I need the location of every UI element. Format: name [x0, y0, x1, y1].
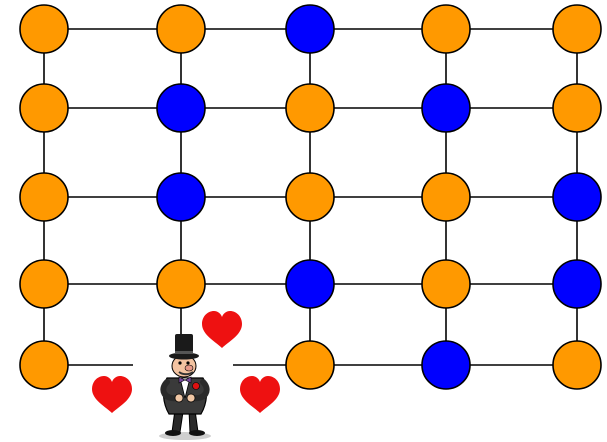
orange-node-r0-c0[interactable]: [20, 5, 68, 53]
orange-node-r1-c2[interactable]: [286, 84, 334, 132]
orange-node-r2-c2[interactable]: [286, 173, 334, 221]
orange-node-r4-c4[interactable]: [553, 341, 601, 389]
orange-node-r0-c3[interactable]: [422, 5, 470, 53]
orange-node-r3-c0[interactable]: [20, 260, 68, 308]
blue-node-r2-c4[interactable]: [553, 173, 601, 221]
orange-node-r4-c2[interactable]: [286, 341, 334, 389]
blue-node-r3-c4[interactable]: [553, 260, 601, 308]
gentleman-in-top-hat-icon: [159, 334, 211, 440]
blue-node-r1-c1[interactable]: [157, 84, 205, 132]
orange-node-r4-c0[interactable]: [20, 341, 68, 389]
heart-top-icon: [202, 311, 242, 348]
blue-node-r3-c2[interactable]: [286, 260, 334, 308]
blue-node-r4-c3[interactable]: [422, 341, 470, 389]
orange-node-r1-c0[interactable]: [20, 84, 68, 132]
orange-node-r3-c3[interactable]: [422, 260, 470, 308]
orange-node-r0-c4[interactable]: [553, 5, 601, 53]
blue-node-r2-c1[interactable]: [157, 173, 205, 221]
orange-node-r1-c4[interactable]: [553, 84, 601, 132]
heart-left-icon: [92, 376, 132, 413]
orange-node-r2-c3[interactable]: [422, 173, 470, 221]
blue-node-r0-c2[interactable]: [286, 5, 334, 53]
heart-right-icon: [240, 376, 280, 413]
orange-node-r3-c1[interactable]: [157, 260, 205, 308]
orange-node-r2-c0[interactable]: [20, 173, 68, 221]
orange-node-r0-c1[interactable]: [157, 5, 205, 53]
blue-node-r1-c3[interactable]: [422, 84, 470, 132]
